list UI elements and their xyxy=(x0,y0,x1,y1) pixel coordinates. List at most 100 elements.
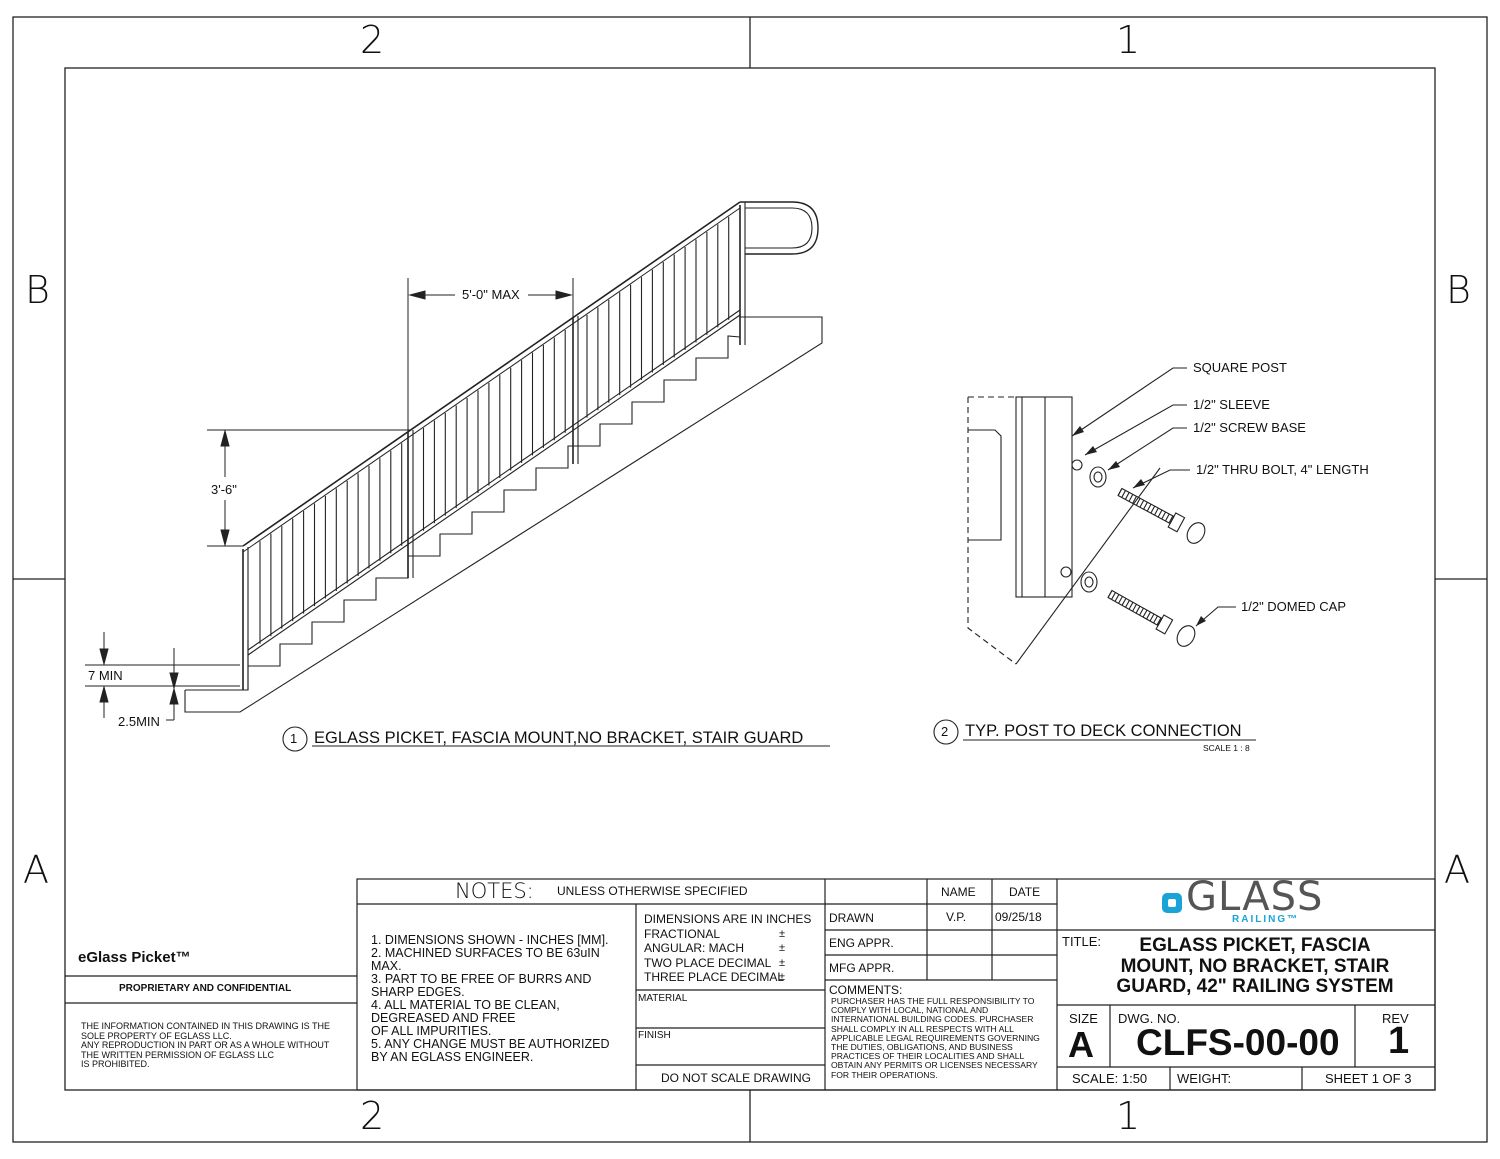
logo-text: GLASS xyxy=(1186,874,1324,920)
confidential-label: PROPRIETARY AND CONFIDENTIAL xyxy=(119,983,292,994)
dim-post-spacing: 5'-0" MAX xyxy=(462,287,520,302)
stair-guard-view xyxy=(184,201,823,713)
comments-label: COMMENTS: xyxy=(829,983,903,997)
bolt-thread xyxy=(1128,602,1134,610)
dimensions-header: DIMENSIONS ARE IN INCHES xyxy=(644,912,812,926)
screw-base-lower xyxy=(1080,571,1098,593)
callout-sleeve: 1/2" SLEEVE xyxy=(1193,397,1270,412)
weight-label: WEIGHT: xyxy=(1177,1071,1232,1086)
thru-bolt-lower xyxy=(1107,589,1174,635)
bolt-thread xyxy=(1132,496,1137,504)
top-rail xyxy=(242,201,741,547)
pickets xyxy=(259,216,730,644)
mfg-appr-label: MFG APPR. xyxy=(829,961,895,975)
zone-left-a: A xyxy=(23,848,49,892)
eng-appr-label: ENG APPR. xyxy=(829,936,894,950)
bolt-thread xyxy=(1128,494,1134,502)
title-block-grid xyxy=(65,878,1436,1091)
zone-right-a: A xyxy=(1444,848,1470,892)
bolt-thread xyxy=(1164,513,1170,522)
square-post xyxy=(1015,396,1073,598)
material-label: MATERIAL xyxy=(638,993,688,1004)
dwg-no-label: DWG. NO. xyxy=(1118,1011,1181,1026)
bolt-thread xyxy=(1125,600,1130,608)
zone-left-b: B xyxy=(25,268,50,312)
callout-square-post: SQUARE POST xyxy=(1193,360,1287,375)
notes-heading: NOTES: xyxy=(455,879,534,903)
sheet-number: SHEET 1 OF 3 xyxy=(1325,1071,1412,1086)
bolt-thread xyxy=(1168,515,1174,524)
notes-subheading: UNLESS OTHERWISE SPECIFIED xyxy=(557,884,748,898)
view1-balloon xyxy=(282,726,308,752)
view2-scale: SCALE 1 : 8 xyxy=(1203,743,1250,753)
deck-outline xyxy=(967,397,1017,665)
dim-edge-min: 2.5MIN xyxy=(118,714,160,729)
handrail-return xyxy=(740,201,819,255)
no-scale-note: DO NOT SCALE DRAWING xyxy=(661,1071,812,1085)
rev-label: REV xyxy=(1382,1011,1409,1026)
col-name: NAME xyxy=(941,885,976,899)
bolt-thread xyxy=(1146,503,1152,512)
bolt-thread xyxy=(1124,492,1130,500)
view2-balloon xyxy=(933,719,959,745)
bolt-thread xyxy=(1142,609,1148,618)
revision: 1 xyxy=(1388,1020,1410,1062)
zone-top-2: 2 xyxy=(360,18,385,62)
zone-top-1: 1 xyxy=(1116,18,1141,62)
view1-title: EGLASS PICKET, FASCIA MOUNT,NO BRACKET, … xyxy=(314,729,804,747)
bolt-thread xyxy=(1156,617,1162,626)
drawing-number: CLFS-00-00 xyxy=(1136,1022,1340,1063)
screw-base-upper xyxy=(1089,466,1107,488)
notes-list: 1. DIMENSIONS SHOWN - INCHES [MM].2. MAC… xyxy=(371,933,610,1064)
domed-cap-upper xyxy=(1186,522,1206,544)
plus-minus-column: ±±±± xyxy=(779,928,786,983)
thru-bolt-upper xyxy=(1117,487,1186,533)
bolt-thread xyxy=(1161,511,1167,520)
size-label: SIZE xyxy=(1069,1011,1098,1026)
zone-bottom-1: 1 xyxy=(1116,1094,1141,1138)
col-date: DATE xyxy=(1009,885,1041,899)
bolt-thread xyxy=(1107,590,1113,598)
bolt-thread xyxy=(1153,615,1158,624)
bolt-thread xyxy=(1146,611,1151,620)
callout-thru-bolt: 1/2" THRU BOLT, 4" LENGTH xyxy=(1196,462,1369,477)
bolt-thread xyxy=(1121,598,1127,606)
bolt-thread xyxy=(1114,594,1120,602)
drawn-label: DRAWN xyxy=(829,911,874,925)
bolt-head xyxy=(1155,614,1174,635)
bolt-thread xyxy=(1149,613,1155,622)
finish-label: FINISH xyxy=(638,1030,671,1041)
bolt-shaft xyxy=(1107,589,1163,627)
eglass-logo-mark xyxy=(1162,893,1182,913)
callout-domed-cap: 1/2" DOMED CAP xyxy=(1241,599,1347,614)
post-deck-connection-view xyxy=(967,367,1236,665)
bolt-thread xyxy=(1111,592,1116,600)
bolt-thread xyxy=(1154,507,1159,516)
bolt-thread xyxy=(1118,596,1123,604)
comments-text: PURCHASER HAS THE FULL RESPONSIBILITY TO… xyxy=(831,996,1040,1080)
sheet-size: A xyxy=(1068,1024,1094,1065)
stair-treads xyxy=(248,335,741,667)
bolt-shaft xyxy=(1117,487,1175,525)
bolt-thread xyxy=(1139,499,1145,508)
view1-dimensions xyxy=(85,278,574,721)
title-label: TITLE: xyxy=(1062,934,1102,949)
dim-guard-height: 3'-6" xyxy=(211,482,237,497)
bolt-thread xyxy=(1121,490,1127,498)
bolt-thread xyxy=(1157,509,1163,518)
bolt-thread xyxy=(1143,501,1148,510)
bottom-rail xyxy=(247,309,741,651)
leader-arrows xyxy=(1072,426,1206,626)
drawn-date: 09/25/18 xyxy=(995,910,1042,924)
product-name: eGlass Picket™ xyxy=(78,949,191,966)
legal-notice: THE INFORMATION CONTAINED IN THIS DRAWIN… xyxy=(81,1021,331,1069)
bolt-thread xyxy=(1139,607,1144,616)
domed-cap-lower xyxy=(1176,625,1196,647)
bolt-thread xyxy=(1135,605,1141,614)
drawn-name: V.P. xyxy=(946,910,967,924)
bolt-thread xyxy=(1135,498,1141,506)
bolt-thread xyxy=(1150,505,1156,514)
